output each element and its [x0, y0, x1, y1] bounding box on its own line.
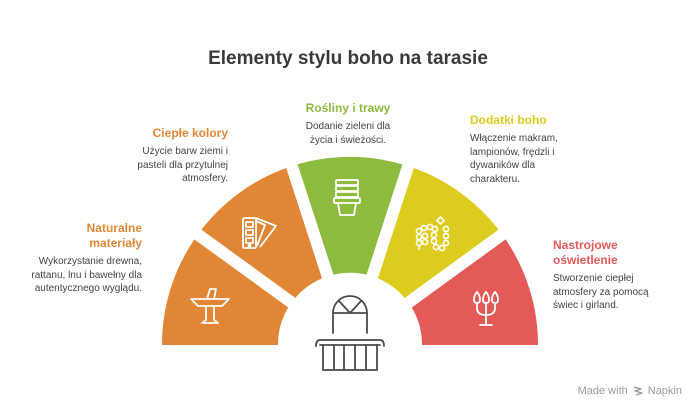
- segment-natural-materials: [161, 239, 289, 345]
- segment-heading: oświetlenie: [553, 253, 618, 267]
- segment-heading: Rośliny i trawy: [305, 101, 391, 115]
- page-title: Elementy stylu boho na tarasie: [208, 48, 488, 69]
- made-with-napkin[interactable]: Made with Napkin: [578, 385, 682, 397]
- segment-heading: Dodatki boho: [470, 113, 547, 127]
- segment-label-boho-accessories: Dodatki boho Włączenie makram, lampionów…: [470, 113, 570, 186]
- segment-description: Wykorzystanie drewna, rattanu, lnu i baw…: [31, 256, 142, 294]
- color-swatch-icon: [242, 217, 277, 249]
- stacked-pots-icon: [333, 179, 361, 216]
- segment-label-mood-lighting: Nastrojowe oświetlenie Stworzenie ciepłe…: [553, 238, 663, 313]
- segment-heading: materiały: [89, 236, 142, 250]
- napkin-logo-icon: [633, 386, 643, 396]
- segment-label-natural-materials: Naturalne materiały Wykorzystanie drewna…: [24, 221, 142, 296]
- segment-heading: Ciepłe kolory: [152, 126, 228, 140]
- segment-mood-lighting: [411, 239, 539, 345]
- segment-description: Dodanie zieleni dla życia i świeżości.: [305, 121, 391, 146]
- balcony-icon: [315, 295, 385, 371]
- segment-label-plants: Rośliny i trawy Dodanie zieleni dla życi…: [296, 101, 400, 147]
- segment-description: Włączenie makram, lampionów, frędzli i d…: [470, 133, 558, 185]
- segment-label-warm-colors: Ciepłe kolory Użycie barw ziemi i pastel…: [130, 126, 228, 186]
- segment-description: Użycie barw ziemi i pasteli dla przytuln…: [137, 146, 228, 184]
- pedestal-table-icon: [190, 288, 230, 324]
- segment-heading: Nastrojowe: [553, 238, 618, 252]
- candelabra-icon: [473, 290, 499, 326]
- segment-heading: Naturalne: [86, 221, 142, 235]
- napkin-brand: Napkin: [647, 385, 682, 397]
- made-with-text: Made with: [577, 385, 628, 397]
- segment-description: Stworzenie ciepłej atmosfery za pomocą ś…: [553, 273, 649, 311]
- beads-garland-icon: [415, 215, 450, 252]
- segment-boho-accessories: [377, 168, 499, 298]
